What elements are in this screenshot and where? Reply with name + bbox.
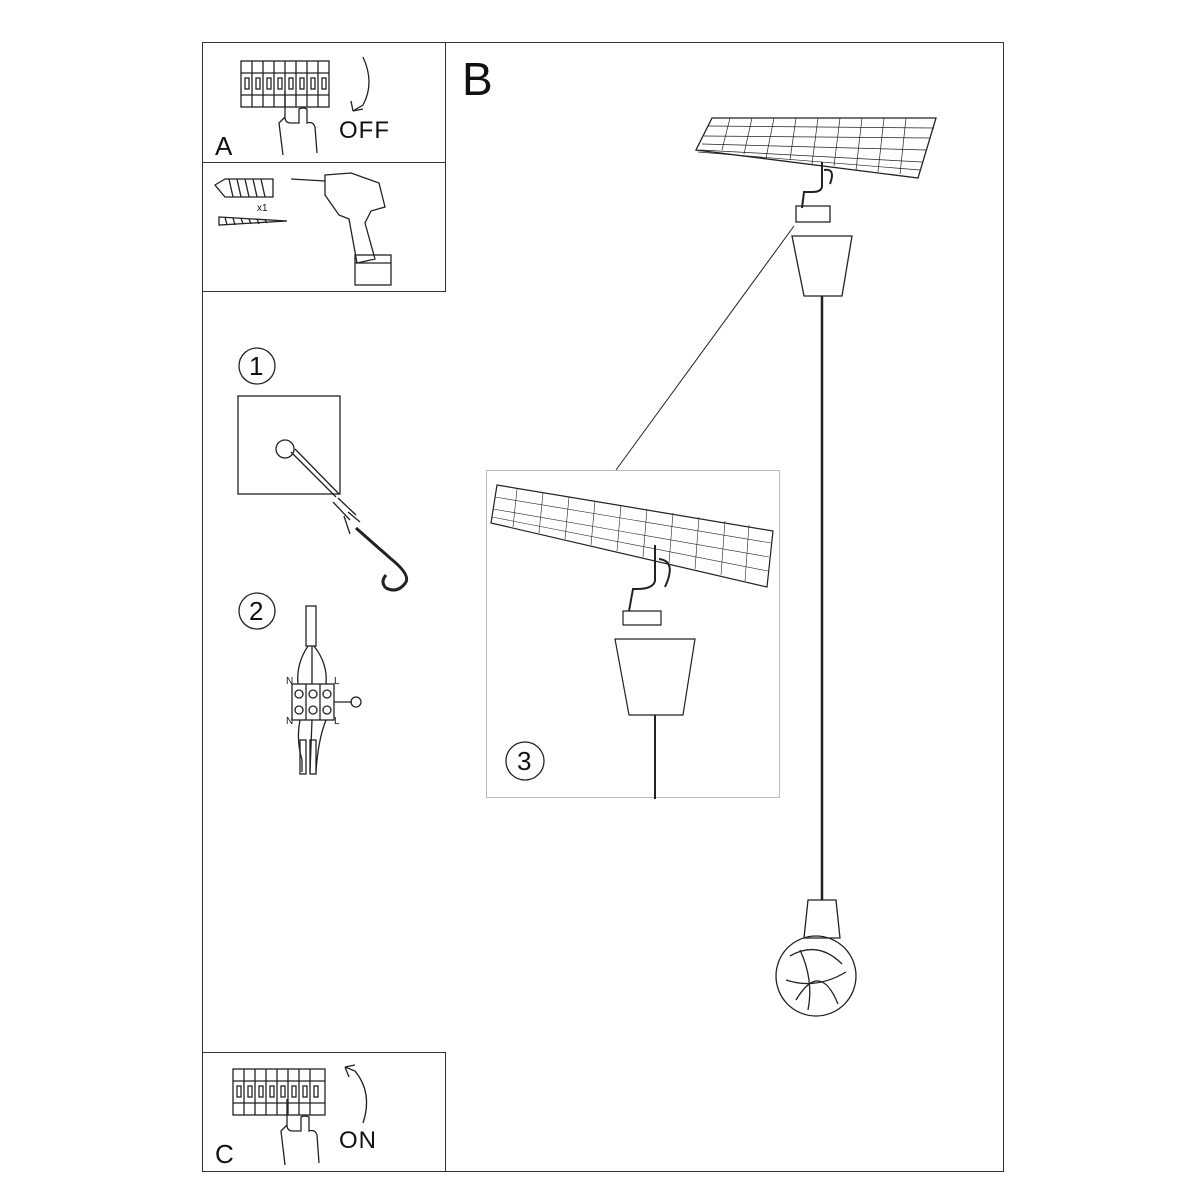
ceiling-canopy <box>791 235 853 297</box>
step-3-inset: 3 <box>486 470 780 799</box>
terminal-l-bottom: L <box>334 716 340 727</box>
step-1-circle <box>238 347 276 385</box>
ceiling-plate <box>695 117 937 179</box>
step-3-hanging-detail <box>490 484 774 799</box>
panel-a-action-label: OFF <box>339 117 390 144</box>
terminal-n-bottom: N <box>286 716 294 727</box>
panel-c-action-label: ON <box>339 1127 377 1154</box>
terminal-l-top: L <box>334 676 340 687</box>
panel-b-letter: B <box>462 53 493 105</box>
step-2-number: 2 <box>249 596 264 626</box>
panel-c-letter: C <box>215 1139 234 1169</box>
breaker-off-illustration <box>240 56 370 156</box>
step-1-number: 1 <box>249 351 264 381</box>
instruction-sheet-frame <box>202 42 1004 1172</box>
drill-and-anchor-illustration <box>214 172 392 286</box>
step-2-circle <box>238 592 276 630</box>
step-3-circle-svg <box>505 741 545 781</box>
panel-a-letter: A <box>215 131 233 161</box>
terminal-n-top: N <box>286 676 294 687</box>
lamp-socket <box>803 899 841 939</box>
panel-c-power-on: C ON <box>202 1052 446 1172</box>
lamp-bulb <box>775 935 857 1017</box>
panel-drill-tools: x1 <box>202 162 446 292</box>
step-3-number: 3 <box>517 746 532 776</box>
breaker-on-illustration <box>232 1064 368 1166</box>
anchor-quantity: x1 <box>257 203 268 214</box>
